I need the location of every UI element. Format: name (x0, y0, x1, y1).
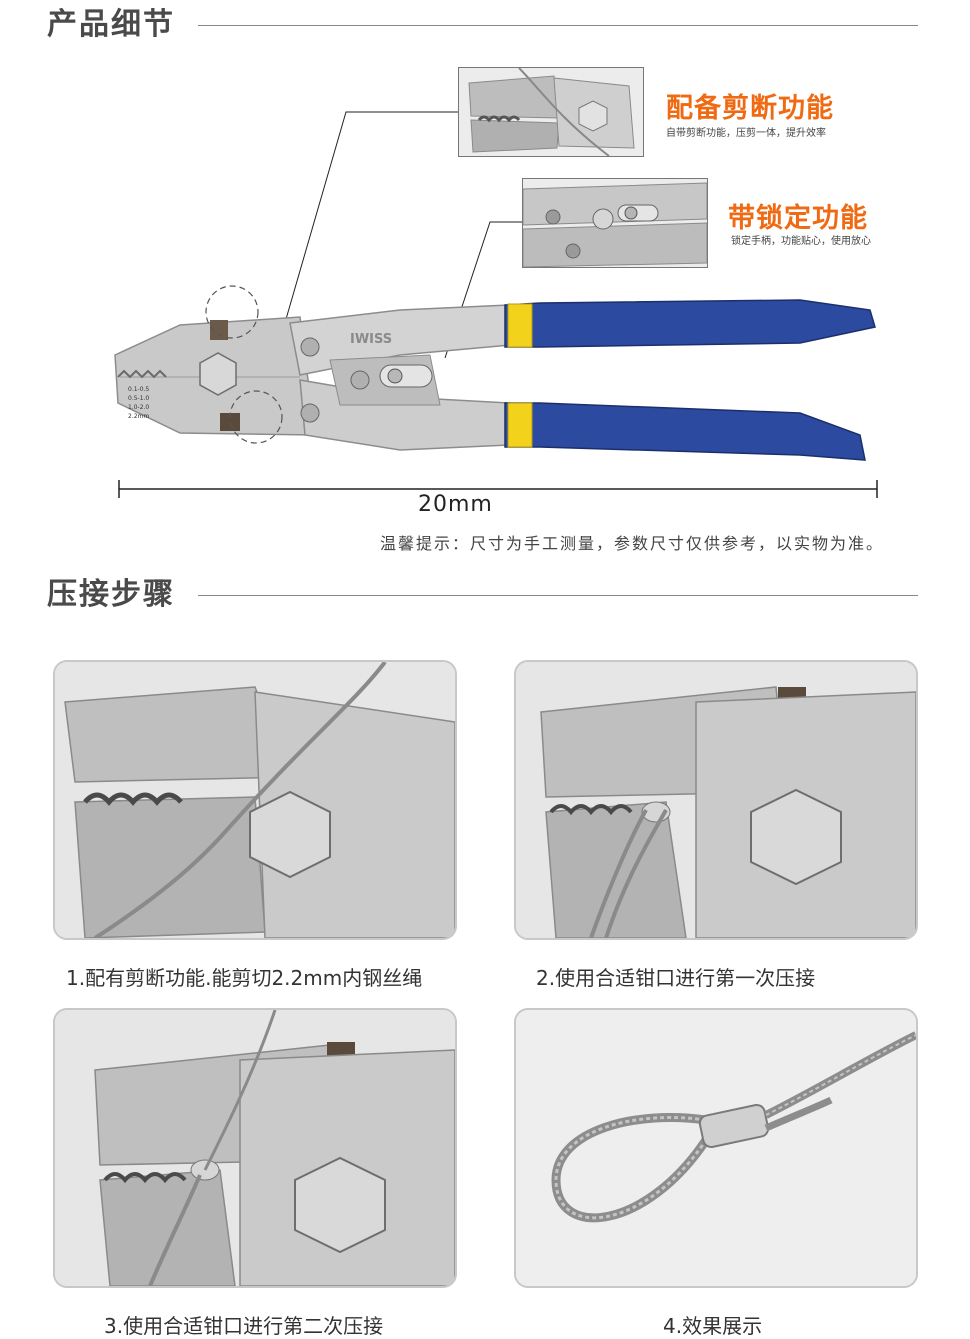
feature-thumbnail-cutter (458, 67, 644, 157)
jaw-label-1: 0.1-0.5 (128, 386, 149, 393)
feature-title-lock: 带锁定功能 (728, 203, 868, 234)
step-card-1 (53, 660, 457, 940)
step-1-illustration (55, 662, 455, 938)
measurement-line (118, 480, 878, 498)
section-header-details: 产品细节 (0, 0, 970, 50)
step-2-illustration (516, 662, 916, 938)
section-divider (198, 25, 918, 26)
feature-thumbnail-lock (522, 178, 708, 268)
step-card-3 (53, 1008, 457, 1288)
cutter-closeup-illustration (459, 68, 643, 156)
feature-subtitle-lock: 锁定手柄，功能贴心，使用放心 (731, 236, 871, 247)
step-caption-4: 4.效果展示 (663, 1314, 763, 1338)
measurement-label: 20mm (418, 492, 493, 517)
step-4-illustration (516, 1010, 916, 1286)
brand-label: IWISS (350, 332, 392, 347)
step-caption-1: 1.配有剪断功能.能剪切2.2mm内钢丝绳 (66, 966, 423, 990)
lock-closeup-illustration (523, 179, 707, 267)
step-card-2 (514, 660, 918, 940)
section-title: 产品细节 (47, 7, 175, 42)
jaw-label-3: 1.0-2.0 (128, 404, 149, 411)
jaw-label-2: 0.5-1.0 (128, 395, 149, 402)
section-title: 压接步骤 (47, 577, 175, 612)
step-card-4 (514, 1008, 918, 1288)
section-divider (198, 595, 918, 596)
crimping-tool-illustration: IWISS 0.1-0.5 0.5-1.0 1.0-2.0 2.2mm (114, 285, 876, 461)
jaw-label-4: 2.2mm (128, 413, 149, 420)
step-caption-3: 3.使用合适钳口进行第二次压接 (104, 1314, 384, 1338)
feature-subtitle-cutter: 自带剪断功能，压剪一体，提升效率 (666, 128, 826, 139)
step-caption-2: 2.使用合适钳口进行第一次压接 (536, 966, 816, 990)
step-3-illustration (55, 1010, 455, 1286)
feature-title-cutter: 配备剪断功能 (666, 93, 834, 124)
measurement-notice: 温馨提示：尺寸为手工测量，参数尺寸仅供参考，以实物为准。 (380, 534, 885, 553)
section-header-steps: 压接步骤 (0, 570, 970, 620)
